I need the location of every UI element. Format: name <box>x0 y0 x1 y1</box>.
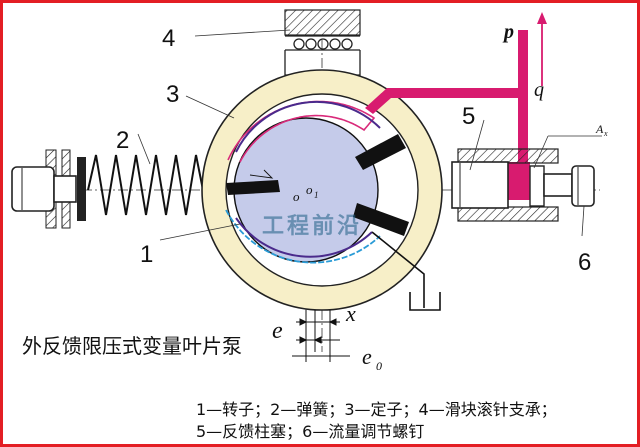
feedback-pipe <box>365 12 547 200</box>
slider-bearing <box>284 9 361 76</box>
label-initial-e0-sub: 0 <box>376 359 382 373</box>
purple-lower-arc <box>235 217 373 258</box>
label-eccentricity-e: e <box>272 318 283 344</box>
drain-pipe <box>371 231 425 308</box>
label-displacement-x: x <box>345 301 356 326</box>
figure-caption: 外反馈限压式变量叶片泵 <box>22 334 242 358</box>
label-center-o1-sub: 1 <box>314 190 319 200</box>
label-part-1: 1 <box>140 241 153 268</box>
legend-line-2: 5—反馈柱塞；6—流量调节螺钉 <box>196 422 425 441</box>
label-center-o1: o <box>306 182 313 197</box>
label-part-6: 6 <box>578 249 591 276</box>
drain-tank <box>409 292 441 311</box>
leader-lines <box>137 29 602 241</box>
label-initial-e0: e <box>362 344 372 369</box>
spring <box>87 154 204 216</box>
purple-port-arc <box>235 100 381 153</box>
feedback-plunger-housing <box>451 148 595 222</box>
label-part-5: 5 <box>462 103 475 130</box>
label-area-a-sub: x <box>603 129 608 138</box>
label-center-o: o <box>293 189 300 204</box>
watermark-text: 工程前沿 <box>262 213 363 239</box>
spring-assembly <box>11 149 204 229</box>
label-area-a: A <box>595 122 604 136</box>
label-flow-q: q <box>534 79 544 101</box>
blue-port-arc <box>225 209 381 264</box>
legend-line-1: 1—转子；2—弹簧；3—定子；4—滑块滚针支承； <box>196 400 557 419</box>
rotation-arrow <box>249 169 274 179</box>
label-part-4: 4 <box>162 25 175 52</box>
label-pressure-p: p <box>502 21 514 43</box>
label-part-3: 3 <box>166 81 179 108</box>
label-part-2: 2 <box>116 127 129 154</box>
vanes <box>226 134 409 236</box>
eccentricity-dimension <box>292 310 350 362</box>
